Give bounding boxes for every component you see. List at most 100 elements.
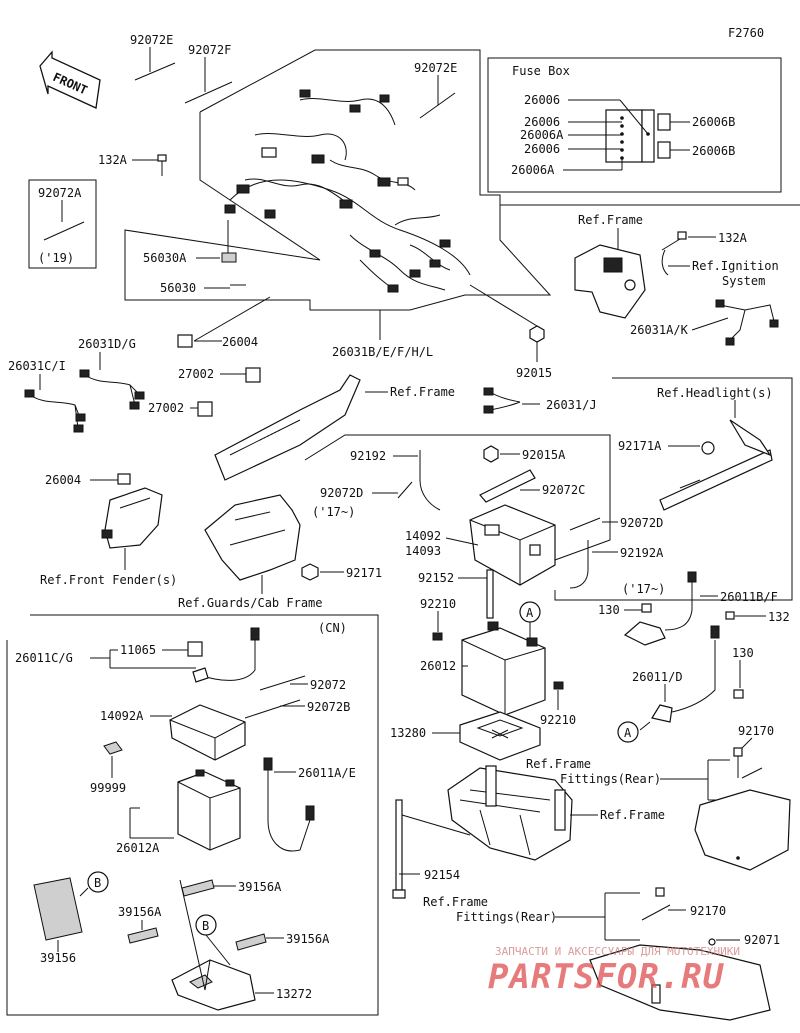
label-26006A-1: 26006A [520, 128, 564, 142]
clip-27002-2 [197, 401, 213, 417]
bolt-132 [725, 611, 735, 620]
label-ref-frame-fit1: Ref.Frame [526, 757, 591, 771]
label-26011CG: 26011C/G [15, 651, 73, 665]
label-26031CI: 26031C/I [8, 359, 66, 373]
cn-box [6, 614, 379, 1016]
nut-92210-1 [432, 632, 443, 641]
bolt-130-2 [733, 689, 744, 699]
guards-cab-frame [204, 494, 301, 581]
headlight-bracket [659, 419, 773, 511]
label-17-1: ('17~) [312, 505, 355, 519]
part-56030A [221, 252, 237, 263]
strap-92072C [479, 469, 536, 503]
label-92072D-r: 92072D [620, 516, 663, 530]
diagram-code: F2760 [728, 26, 764, 40]
harness-26031DG [79, 369, 145, 410]
main-wire-harness [224, 89, 471, 293]
label-13272: 13272 [276, 987, 312, 1001]
sticker-39156A-2 [127, 927, 159, 944]
label-132: 132 [768, 610, 790, 624]
label-fittings-rear1: Fittings(Rear) [560, 772, 661, 786]
harness-26031CI [24, 389, 86, 433]
frame-bracket-mid [214, 374, 361, 481]
rear-bumper-plate-1 [694, 789, 791, 871]
label-92170-1: 92170 [738, 724, 774, 738]
harness-zone-outline [124, 49, 552, 311]
label-92072A: 92072A [38, 186, 82, 200]
label-27002-2: 27002 [148, 401, 184, 415]
label-26011D: 26011/D [632, 670, 683, 684]
label-ref-headlight: Ref.Headlight(s) [657, 386, 773, 400]
label-13280: 13280 [390, 726, 426, 740]
bolt-132A-right [661, 231, 687, 251]
label-14093: 14093 [405, 544, 441, 558]
label-ref-guards: Ref.Guards/Cab Frame [178, 596, 323, 610]
label-39156A-1: 39156A [238, 880, 282, 894]
label-system: System [722, 274, 765, 288]
tie-92072A [43, 221, 85, 241]
label-130-1: 130 [598, 603, 620, 617]
cable-26011CG [192, 627, 260, 683]
bracket-13272 [171, 959, 256, 1011]
label-92210-1: 92210 [420, 597, 456, 611]
watermark: ЗАПЧАСТИ И АКСЕССУАРЫ ДЛЯ МОТОТЕХНИКИ PA… [488, 945, 740, 997]
bolt-132A-left [157, 154, 167, 176]
ref-circle-A-2 [617, 721, 639, 743]
fuse-box-panel [487, 57, 782, 193]
label-26006A-2: 26006A [511, 163, 555, 177]
label-92170-2: 92170 [690, 904, 726, 918]
label-27002-1: 27002 [178, 367, 214, 381]
nut-92015A [483, 445, 499, 463]
label-ref-front-fender: Ref.Front Fender(s) [40, 573, 177, 587]
strip-92170-2 [641, 904, 671, 921]
label-92072F: 92072F [188, 43, 231, 57]
rear-frame [447, 765, 573, 861]
battery-box-zone [304, 434, 611, 561]
label-14092: 14092 [405, 529, 441, 543]
label-11065: 11065 [120, 643, 156, 657]
sticker-39156 [33, 877, 83, 941]
bolt-92170-2 [655, 887, 665, 897]
label-19: ('19) [38, 251, 74, 265]
label-92154: 92154 [424, 868, 460, 882]
label-26031J: 26031/J [546, 398, 597, 412]
label-26012A: 26012A [116, 841, 160, 855]
tie-92072E-right [419, 92, 456, 119]
label-26031BEFHL: 26031B/E/F/H/L [332, 345, 433, 359]
tie-92072 [259, 675, 306, 691]
label-92171: 92171 [346, 566, 382, 580]
rear-bumper-plate-2 [589, 938, 771, 1021]
label-B-2: B [202, 919, 209, 933]
label-39156A-2: 39156A [118, 905, 162, 919]
nut-92171 [301, 563, 319, 581]
label-39156: 39156 [40, 951, 76, 965]
cable-26011D [639, 625, 720, 731]
cable-26011BF [623, 571, 697, 646]
label-92015A: 92015A [522, 448, 566, 462]
clip-27002-1 [245, 367, 261, 383]
label-99999: 99999 [90, 781, 126, 795]
harness-26031AK [715, 299, 779, 346]
sticker-39156A-3 [235, 933, 267, 951]
hose-92192A [569, 540, 589, 589]
cover-11065 [187, 641, 203, 657]
label-ref-frame-tr: Ref.Frame [578, 213, 643, 227]
label-26004-left: 26004 [45, 473, 81, 487]
watermark-line1: ЗАПЧАСТИ И АКСЕССУАРЫ ДЛЯ МОТОТЕХНИКИ [495, 945, 740, 958]
label-92071: 92071 [744, 933, 780, 947]
ref-frame-tr-zone [499, 200, 800, 206]
label-B-1: B [94, 876, 101, 890]
tie-92072F [184, 81, 233, 104]
front-fender-bracket [101, 487, 163, 549]
label-26004-mid: 26004 [222, 335, 258, 349]
label-ref-frame-mid: Ref.Frame [390, 385, 455, 399]
label-92072D: 92072D [320, 486, 363, 500]
spacer-92152 [486, 569, 494, 619]
tie-92072D-r [569, 517, 601, 531]
label-A-1: A [526, 606, 534, 620]
label-92072E-right: 92072E [414, 61, 457, 75]
label-26006-1: 26006 [524, 93, 560, 107]
battery-26012 [461, 621, 546, 716]
headlight-zone-outline [554, 377, 793, 601]
